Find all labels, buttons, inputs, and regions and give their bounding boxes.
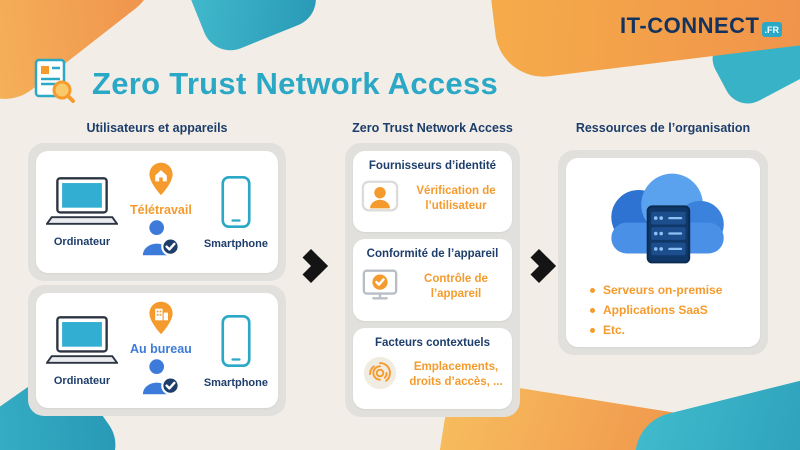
ztna-card-title: Facteurs contextuels: [374, 336, 491, 349]
resources-list: Serveurs on-premise Applications SaaS Et…: [578, 283, 748, 337]
ztna-card-desc: Contrôle de l’appareil: [424, 272, 488, 300]
computer-block: Ordinateur: [45, 176, 119, 248]
brand-logo: IT-CONNECT .FR: [620, 13, 782, 39]
bullet-icon: [590, 287, 595, 293]
ztna-card-identity: Fournisseurs d’identité Vérification de …: [353, 151, 512, 233]
ztna-panel: Fournisseurs d’identité Vérification de …: [345, 143, 520, 417]
laptop-icon: [45, 176, 119, 233]
smartphone-block: Smartphone: [204, 313, 268, 389]
column-header-resources: Ressources de l’organisation: [575, 121, 751, 135]
smartphone-icon: [221, 174, 251, 235]
smartphone-label: Smartphone: [203, 376, 268, 389]
computer-label: Ordinateur: [53, 374, 111, 387]
users-card-office: Ordinateur Au bureau: [28, 285, 286, 416]
bullet-icon: [590, 307, 595, 313]
smartphone-label: Smartphone: [203, 238, 268, 250]
smartphone-icon: [221, 313, 251, 374]
computer-label: Ordinateur: [53, 236, 111, 248]
ztna-card-title: Fournisseurs d’identité: [368, 160, 497, 172]
list-item: Serveurs on-premise: [590, 283, 748, 297]
device-check-icon: [361, 265, 399, 308]
home-pin-icon: [147, 162, 175, 201]
smartphone-block: Smartphone: [204, 174, 268, 250]
ztna-card-title: Conformité de l’appareil: [366, 248, 499, 261]
identity-badge-icon: [361, 177, 399, 220]
brand-name: IT-CONNECT: [620, 13, 760, 38]
list-item-label: Serveurs on-premise: [603, 283, 723, 297]
resources-card: Serveurs on-premise Applications SaaS Et…: [566, 158, 760, 347]
bullet-icon: [590, 327, 595, 333]
list-item: Applications SaaS: [590, 303, 748, 317]
users-card-remote: Ordinateur Télétravail: [28, 143, 286, 281]
user-check-icon: [140, 219, 182, 262]
mode-label: Télétravail: [129, 203, 192, 217]
computer-block: Ordinateur: [45, 315, 119, 387]
brand-tld-badge: .FR: [761, 22, 782, 37]
title-row: Zero Trust Network Access: [32, 58, 498, 109]
list-item-label: Applications SaaS: [603, 303, 708, 317]
fingerprint-icon: [361, 354, 399, 397]
column-header-ztna: Zero Trust Network Access: [352, 121, 513, 135]
ztna-card-desc: Emplacements, droits d’accès, ...: [409, 361, 503, 389]
arrow-right-icon: [294, 249, 328, 283]
ztna-card-device: Conformité de l’appareil Contrôle de l’a…: [353, 239, 512, 321]
office-pin-icon: [147, 301, 175, 340]
mode-label: Au bureau: [130, 341, 192, 356]
list-item: Etc.: [590, 323, 748, 337]
document-search-icon: [32, 58, 76, 109]
page-title: Zero Trust Network Access: [92, 65, 499, 101]
ztna-card-desc: Vérification de l’utilisateur: [416, 184, 496, 212]
cloud-server-icon: [595, 168, 731, 275]
remote-mode-block: Télétravail: [130, 162, 192, 262]
resources-panel: Serveurs on-premise Applications SaaS Et…: [558, 150, 768, 355]
office-mode-block: Au bureau: [130, 301, 192, 401]
user-check-icon: [140, 358, 182, 401]
ztna-card-context: Facteurs contextuels Emplacemen: [353, 327, 512, 409]
laptop-icon: [45, 315, 119, 372]
list-item-label: Etc.: [603, 323, 626, 337]
decor-blob-top-center: [179, 0, 325, 59]
column-header-users: Utilisateurs et appareils: [86, 121, 228, 135]
arrow-right-icon: [522, 249, 556, 283]
